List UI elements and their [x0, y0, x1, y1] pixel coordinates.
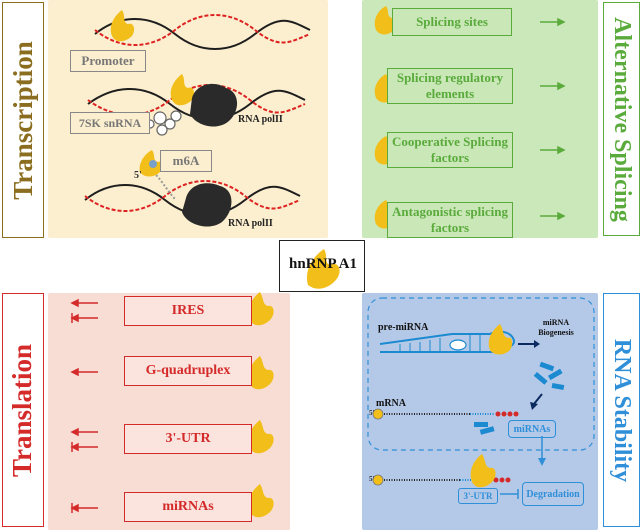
m6a-label: m6A — [172, 153, 200, 168]
mrna-label: mRNA — [376, 398, 406, 409]
transcription-title-box: Transcription — [2, 2, 44, 238]
mirna-biogenesis-label: miRNA Biogenesis — [538, 318, 574, 337]
splicing-item-cooperative: Cooperative Splicing factors — [387, 132, 513, 168]
degradation-label: Degradation — [526, 488, 580, 500]
five-prime-label-2: 5' — [369, 409, 375, 417]
polii-label-2: RNA polII — [228, 218, 273, 229]
utr-label: 3'-UTR — [463, 491, 493, 501]
center-hnrnp-box: hnRNP A1 — [279, 240, 365, 292]
pre-mirna-label: pre-miRNA — [378, 322, 429, 333]
stability-title-box: RNA Stability — [603, 293, 640, 527]
promoter-label: Promoter — [81, 53, 135, 68]
polii-label-1: RNA polII — [238, 114, 283, 125]
five-prime-label-3: 5' — [369, 475, 375, 483]
translation-title-box: Translation — [2, 293, 44, 527]
translation-title: Translation — [7, 343, 38, 477]
splicing-item-regulatory: Splicing regulatory elements — [387, 68, 513, 104]
m6a-label-box: m6A — [160, 150, 212, 172]
translation-item-gquad: G-quadruplex — [124, 356, 252, 386]
mirnas-box: miRNAs — [508, 420, 556, 438]
stability-title: RNA Stability — [609, 338, 636, 482]
translation-item-utr: 3'-UTR — [124, 424, 252, 454]
7sk-label: 7SK snRNA — [78, 115, 142, 130]
degradation-box: Degradation — [522, 482, 584, 506]
splicing-panel — [362, 0, 598, 238]
mirnas-label: miRNAs — [513, 423, 551, 435]
utr-box: 3'-UTR — [458, 488, 498, 504]
five-prime-label-1: 5' — [134, 170, 142, 181]
splicing-title: Alternative Splicing — [609, 16, 635, 222]
center-label: hnRNP A1 — [289, 256, 357, 272]
transcription-title: Transcription — [7, 40, 38, 200]
splicing-title-box: Alternative Splicing — [603, 2, 640, 236]
splicing-item-antagonistic: Antagonistic splicing factors — [387, 202, 513, 238]
hnrnp-protein-icon — [306, 249, 340, 289]
splicing-item-sites: Splicing sites — [392, 8, 512, 36]
promoter-label-box: Promoter — [70, 50, 146, 72]
7sk-label-box: 7SK snRNA — [70, 112, 150, 134]
translation-item-ires: IRES — [124, 296, 252, 326]
translation-item-mirnas: miRNAs — [124, 492, 252, 522]
